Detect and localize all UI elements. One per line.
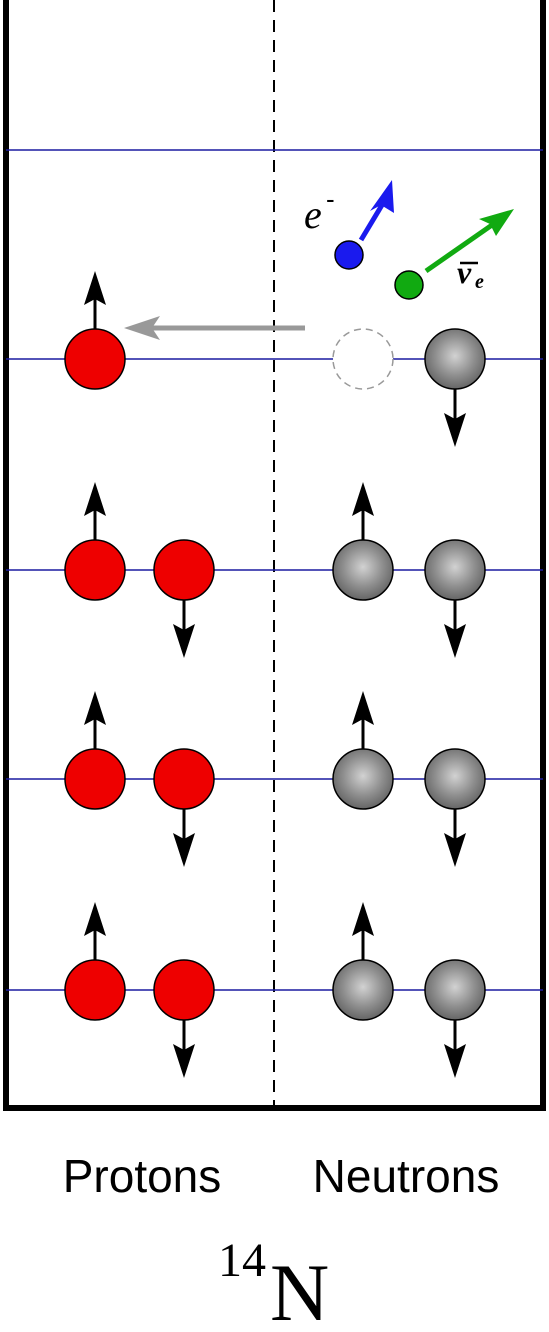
spin-up-arrow (352, 691, 374, 749)
spin-down-arrow (444, 809, 466, 867)
proton (64, 748, 126, 810)
spin-down-arrow (173, 600, 195, 658)
spin-up-arrow (84, 482, 106, 540)
protons-label: Protons (63, 1150, 222, 1202)
nucleon-group (64, 271, 486, 1078)
proton (153, 539, 215, 601)
antineutrino-dot (394, 270, 424, 300)
element-symbol-label: N (270, 1247, 329, 1332)
spin-down-arrow (444, 389, 466, 447)
vacated-neutron-slot (332, 328, 394, 390)
neutron (424, 539, 486, 601)
antineutrino-label: ν (457, 254, 472, 290)
spin-down-arrow (173, 1020, 195, 1078)
electron-dot (334, 240, 364, 270)
electron-label: e (304, 192, 322, 237)
spin-down-arrow (173, 809, 195, 867)
antineutrino-sub-label: e (475, 271, 484, 293)
proton (64, 959, 126, 1021)
spin-up-arrow (84, 271, 106, 329)
spin-down-arrow (444, 1020, 466, 1078)
spin-up-arrow (352, 902, 374, 960)
transition-arrow (124, 316, 305, 340)
mass-number-label: 14 (218, 1234, 266, 1287)
neutron (332, 959, 394, 1021)
spin-down-arrow (444, 600, 466, 658)
neutron (424, 959, 486, 1021)
electron-particle (334, 180, 394, 270)
spin-up-arrow (84, 902, 106, 960)
antineutrino-particle (394, 209, 514, 300)
electron-charge-label: - (326, 184, 335, 214)
proton (64, 539, 126, 601)
neutron (424, 328, 486, 390)
proton (153, 959, 215, 1021)
proton (64, 328, 126, 390)
spin-up-arrow (352, 482, 374, 540)
neutron (332, 539, 394, 601)
proton (153, 748, 215, 810)
spin-up-arrow (84, 691, 106, 749)
neutrons-label: Neutrons (313, 1150, 500, 1202)
neutron (424, 748, 486, 810)
neutron (332, 748, 394, 810)
